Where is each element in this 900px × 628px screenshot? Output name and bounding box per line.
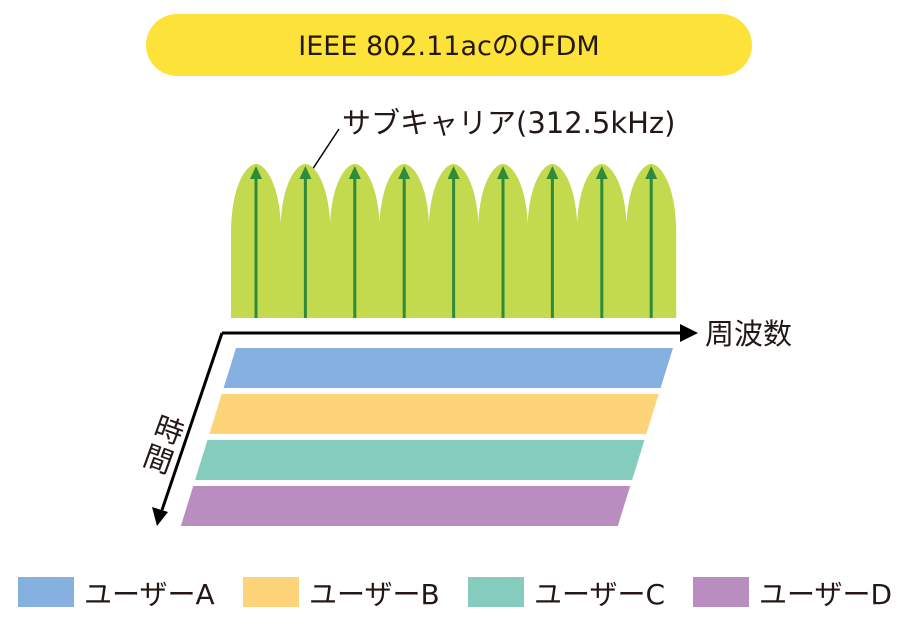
subcarrier-arrow-head xyxy=(645,166,658,179)
subcarrier-3 xyxy=(329,164,380,318)
legend-swatch xyxy=(243,577,299,607)
legend: ユーザーA ユーザーB ユーザーC ユーザーD xyxy=(18,577,892,611)
legend-label: ユーザーD xyxy=(759,578,892,611)
legend-swatch xyxy=(468,577,524,607)
legend-item-c: ユーザーC xyxy=(468,577,665,611)
legend-label: ユーザーB xyxy=(309,578,440,611)
diagram-title: IEEE 802.11acのOFDM xyxy=(298,31,599,62)
subcarrier-spectrum xyxy=(231,164,677,318)
subcarrier-arrow-head xyxy=(299,166,312,179)
frequency-axis-label: 周波数 xyxy=(705,317,792,351)
subcarrier-7 xyxy=(527,164,578,318)
subcarrier-label: サブキャリア(312.5kHz) xyxy=(342,106,675,140)
frequency-axis: 周波数 xyxy=(222,317,792,351)
subcarrier-9 xyxy=(626,164,677,318)
subcarrier-4 xyxy=(379,164,430,318)
subcarrier-arrow-head xyxy=(447,166,460,179)
time-axis-line xyxy=(160,332,224,511)
legend-item-a: ユーザーA xyxy=(18,577,215,611)
title-banner-background xyxy=(146,14,752,76)
legend-item-b: ユーザーB xyxy=(243,577,440,611)
legend-item-d: ユーザーD xyxy=(693,577,892,611)
legend-swatch xyxy=(693,577,749,607)
subcarrier-arrow-head xyxy=(250,166,262,179)
legend-label: ユーザーA xyxy=(84,578,215,611)
subcarrier-8 xyxy=(576,164,627,318)
subcarrier-2 xyxy=(280,164,331,318)
band-user-b xyxy=(209,394,659,434)
time-axis-arrowhead xyxy=(152,507,168,526)
subcarrier-arrow-head xyxy=(497,166,509,179)
subcarrier-arrow-head xyxy=(546,166,559,179)
user-allocation-bands xyxy=(180,348,673,526)
subcarrier-arrow-head xyxy=(348,166,361,179)
band-user-d xyxy=(180,486,631,526)
subcarrier-arrow-head xyxy=(398,166,411,179)
subcarrier-5 xyxy=(428,164,479,318)
band-user-a xyxy=(223,348,673,388)
legend-label: ユーザーC xyxy=(534,578,665,611)
subcarrier-1 xyxy=(231,164,281,318)
legend-swatch xyxy=(18,577,74,607)
subcarrier-arrow-head xyxy=(595,166,608,179)
band-user-c xyxy=(195,440,645,480)
subcarrier-leader-line xyxy=(311,128,340,171)
title-banner: IEEE 802.11acのOFDM xyxy=(146,14,752,76)
subcarrier-6 xyxy=(478,164,528,318)
frequency-axis-arrowhead xyxy=(680,324,698,342)
